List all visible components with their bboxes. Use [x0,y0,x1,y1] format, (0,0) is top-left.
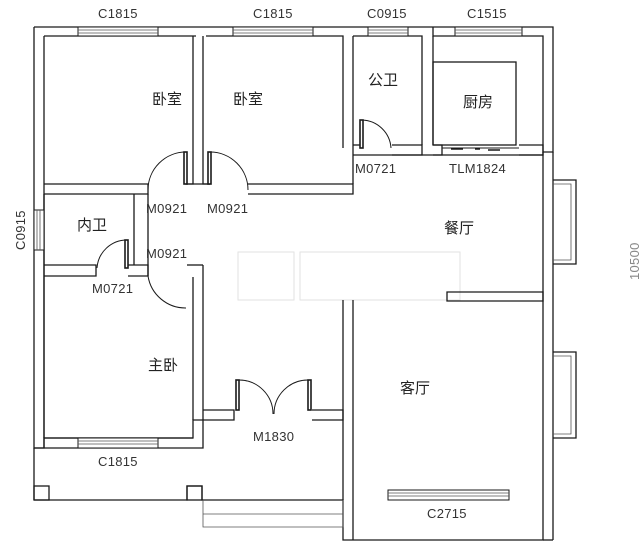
room-label-dining: 餐厅 [444,219,475,237]
window-label-public-bath-top: C0915 [367,6,407,21]
door-label-bedroom1: M0921 [146,201,188,216]
door-label-bedroom2: M0921 [207,201,249,216]
door-label-public-bath: M0721 [355,161,397,176]
door-label-kitchen-sliding: TLM1824 [449,161,507,176]
room-label-public-bath: 公卫 [368,71,399,89]
watermark [237,251,461,301]
window-label-master-bottom: C1815 [98,454,138,469]
window-label-ensuite-left: C0915 [13,210,28,250]
window-label-kitchen-top: C1515 [467,6,507,21]
room-label-living: 客厅 [400,379,431,397]
room-label-ensuite-bath: 内卫 [77,216,108,234]
door-label-master: M0921 [146,246,188,261]
room-label-master-bedroom: 主卧 [148,356,179,374]
windows [33,26,577,501]
window-label-living-bottom: C2715 [427,506,467,521]
room-label-bedroom2: 卧室 [233,90,264,108]
door-label-ensuite: M0721 [92,281,134,296]
doors [96,119,519,415]
door-label-entrance: M1830 [253,429,295,444]
dimension-label-right: 10500 [627,242,640,280]
window-label-bedroom2-top: C1815 [253,6,293,21]
window-label-bedroom1-top: C1815 [98,6,138,21]
room-label-kitchen: 厨房 [463,93,494,111]
room-label-bedroom1: 卧室 [152,90,183,108]
